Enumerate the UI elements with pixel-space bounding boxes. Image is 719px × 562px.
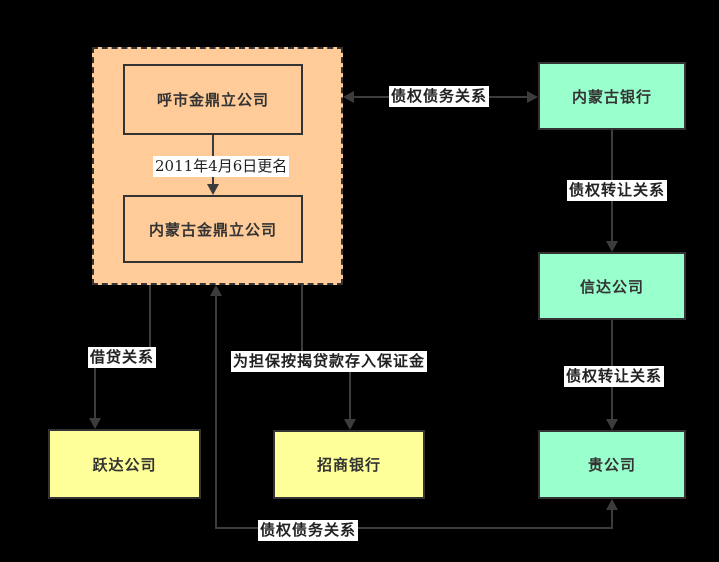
edge-deposit-line-bottom <box>349 356 351 421</box>
node-neimenggu-bank-label: 内蒙古银行 <box>571 88 652 106</box>
edge-rename-label: 2011年4月6日更名 <box>153 156 290 177</box>
edge-debt-bottom-label: 债权债务关系 <box>258 520 359 541</box>
edge-loan-line-top <box>149 285 151 357</box>
node-neimenggu-bank: 内蒙古银行 <box>538 62 686 130</box>
node-yueda-company-label: 跃达公司 <box>92 456 157 474</box>
edge-transfer1-arrowhead-down-icon <box>606 241 618 252</box>
node-xinda-company: 信达公司 <box>538 252 686 320</box>
edge-deposit-label: 为担保按揭贷款存入保证金 <box>231 351 428 372</box>
node-gui-company-label: 贵公司 <box>587 457 636 474</box>
edge-deposit-arrowhead-down-icon <box>344 419 356 430</box>
node-zhaoshang-bank-label: 招商银行 <box>316 457 381 474</box>
node-xinda-company-label: 信达公司 <box>579 278 644 296</box>
node-zhaoshang-bank: 招商银行 <box>273 430 425 499</box>
edge-transfer2-label: 债权转让关系 <box>564 366 665 387</box>
node-hushi-jindingli-label: 呼市金鼎立公司 <box>156 92 269 109</box>
edge-transfer2-arrowhead-down-icon <box>606 419 618 430</box>
edge-debt-bottom-line-horizontal <box>215 527 613 529</box>
edge-debt-bottom-line-left <box>215 294 217 529</box>
edge-debt-top-arrowhead-left-icon <box>343 91 354 103</box>
node-neimenggu-jindingli-label: 内蒙古金鼎立公司 <box>148 221 277 239</box>
edge-debt-bottom-arrowhead-up-right-icon <box>606 499 618 510</box>
edge-debt-bottom-line-right <box>611 508 613 529</box>
node-gui-company: 贵公司 <box>538 430 686 499</box>
edge-loan-arrowhead-down-icon <box>89 418 101 429</box>
edge-debt-top-arrowhead-right-icon <box>527 91 538 103</box>
edge-loan-label: 借贷关系 <box>88 347 157 368</box>
edge-debt-top-label: 债权债务关系 <box>389 86 490 107</box>
node-yueda-company: 跃达公司 <box>48 429 201 499</box>
edge-debt-bottom-arrowhead-up-left-icon <box>210 285 222 296</box>
edge-transfer1-label: 债权转让关系 <box>567 180 668 201</box>
node-neimenggu-jindingli: 内蒙古金鼎立公司 <box>123 195 303 263</box>
edge-rename-arrowhead-down-icon <box>207 184 219 195</box>
edge-loan-line-bottom <box>94 356 96 420</box>
node-hushi-jindingli: 呼市金鼎立公司 <box>123 64 303 135</box>
edge-deposit-line-top <box>301 285 303 357</box>
